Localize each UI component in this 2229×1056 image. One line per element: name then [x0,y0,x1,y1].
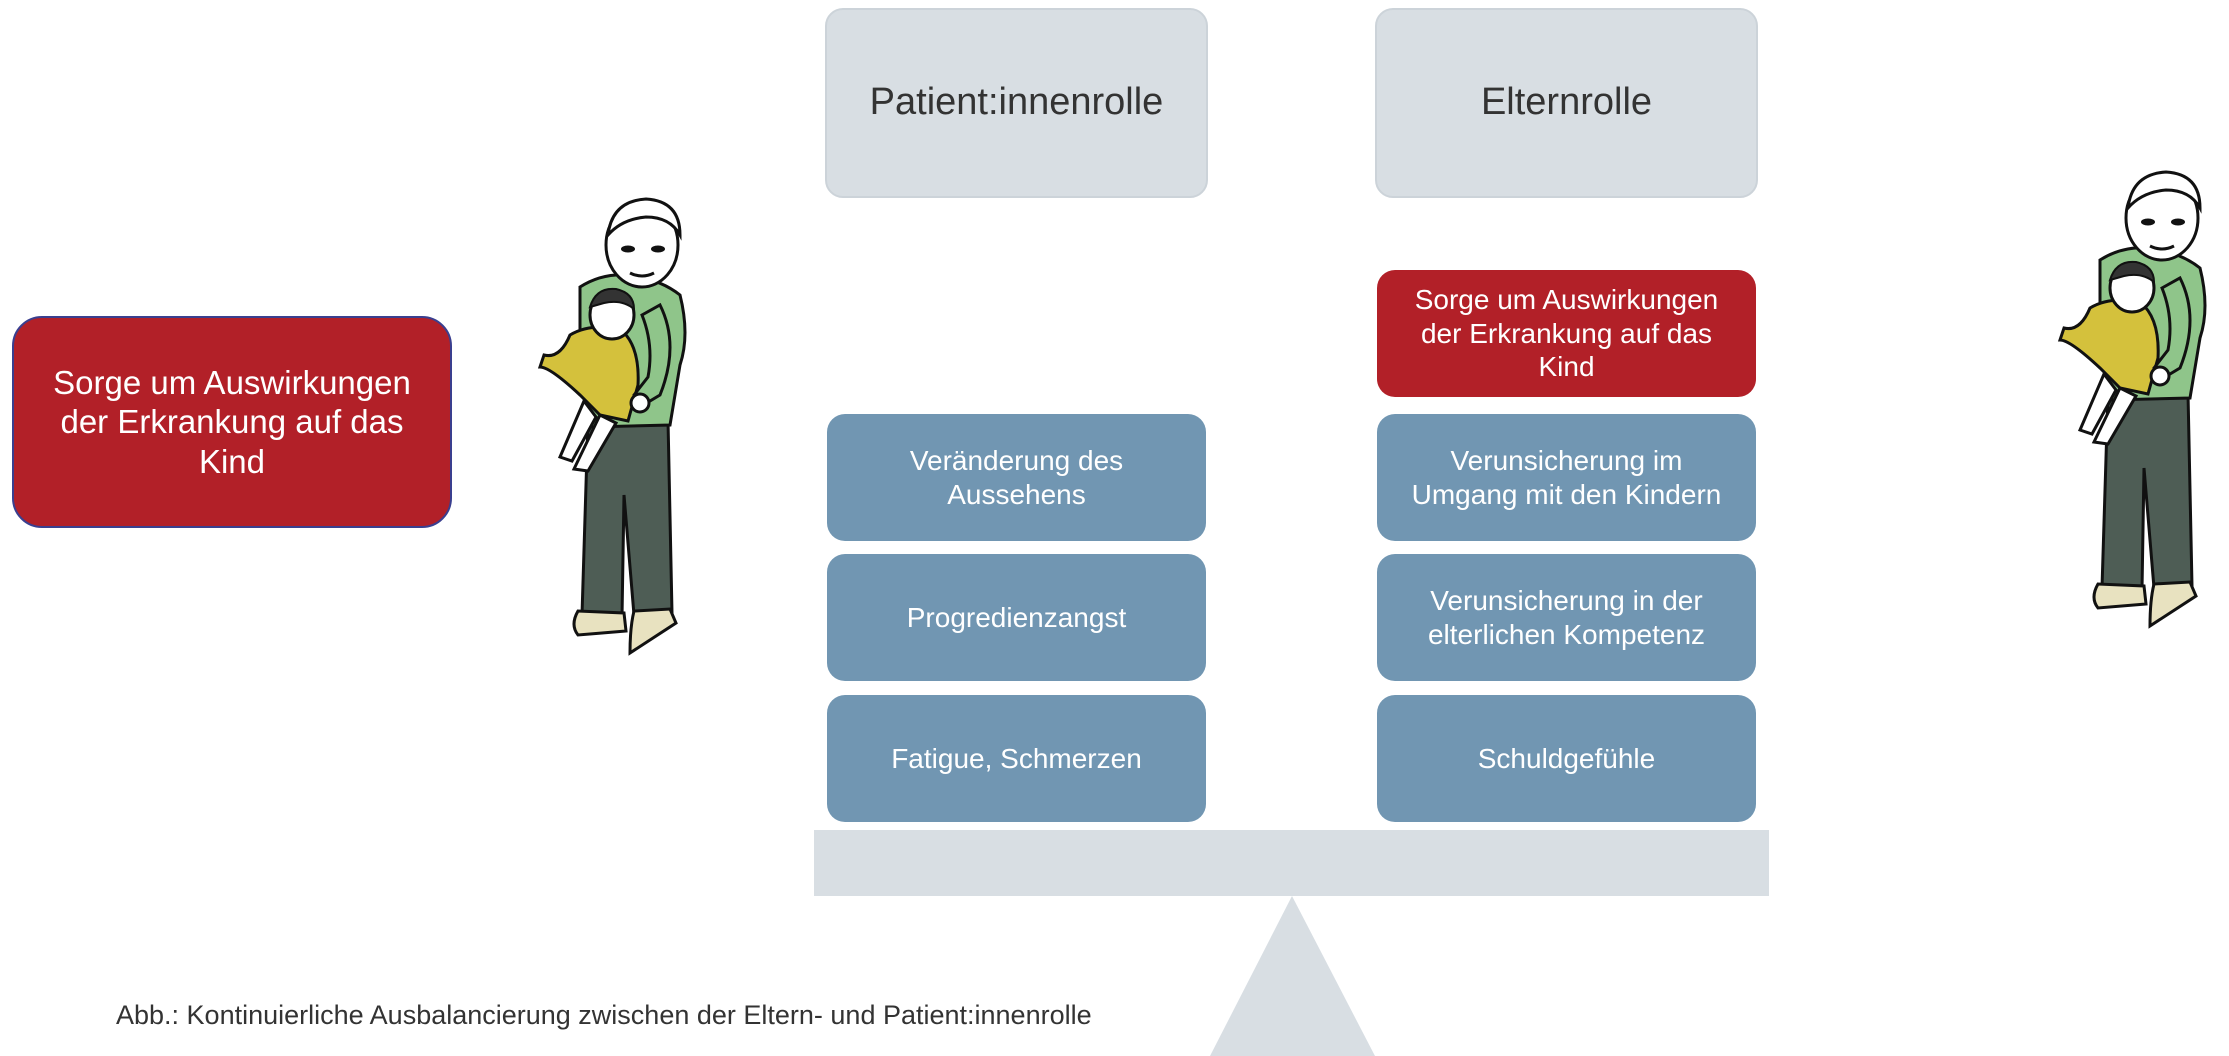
balance-beam [814,830,1769,896]
patient-item-text: Veränderung des Aussehens [909,444,1124,510]
parent-role-header: Elternrolle [1375,8,1758,198]
side-concern-text: Sorge um Auswirkungen der Erkrankung auf… [53,363,411,480]
parent-item-text: Verunsicherung in der elterlichen Kompet… [1427,584,1706,650]
parent-item-text: Sorge um Auswirkungen der Erkrankung auf… [1414,284,1719,383]
fulcrum-triangle [1210,896,1375,1056]
parent-item-insecurity-dealing: Verunsicherung im Umgang mit den Kindern [1377,414,1756,541]
parent-item-guilt: Schuldgefühle [1377,695,1756,822]
patient-item-progression-fear: Progredienzangst [827,554,1206,681]
parent-item-text: Verunsicherung im Umgang mit den Kindern [1411,444,1722,510]
parent-item-child-concern: Sorge um Auswirkungen der Erkrankung auf… [1377,270,1756,397]
patient-item-fatigue-pain: Fatigue, Schmerzen [827,695,1206,822]
parent-holding-child-left-icon [537,197,687,656]
patient-role-title: Patient:innenrolle [869,81,1164,124]
side-concern-box: Sorge um Auswirkungen der Erkrankung auf… [12,316,452,528]
patient-item-text: Progredienzangst [906,601,1127,633]
patient-item-text: Fatigue, Schmerzen [891,742,1142,774]
parent-item-insecurity-competence: Verunsicherung in der elterlichen Kompet… [1377,554,1756,681]
patient-item-appearance: Veränderung des Aussehens [827,414,1206,541]
parent-holding-child-right-icon [2057,170,2207,629]
parent-item-text: Schuldgefühle [1477,742,1656,774]
parent-role-title: Elternrolle [1480,81,1653,124]
figure-caption: Abb.: Kontinuierliche Ausbalancierung zw… [116,1000,1092,1030]
patient-role-header: Patient:innenrolle [825,8,1208,198]
